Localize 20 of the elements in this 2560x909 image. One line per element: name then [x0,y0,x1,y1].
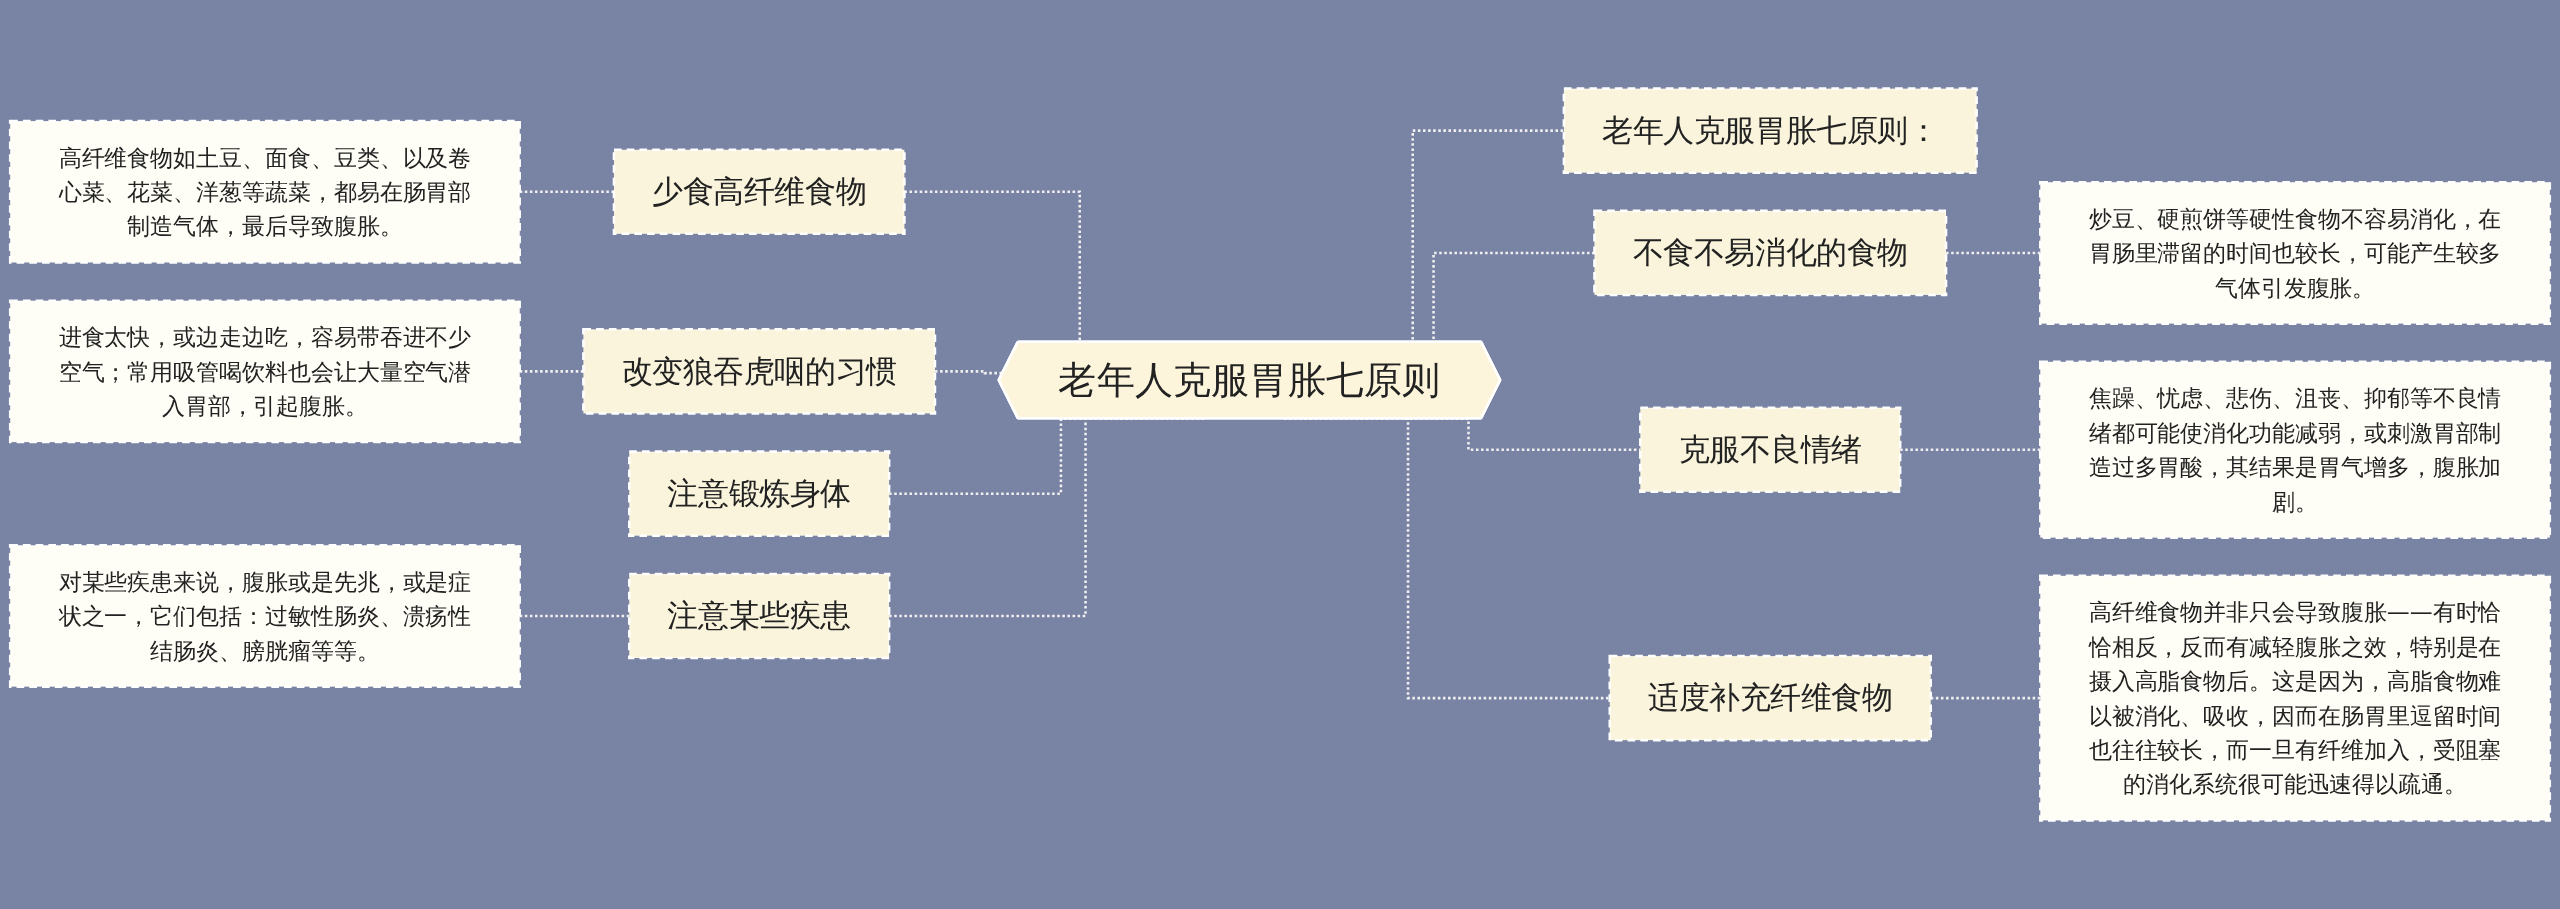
connector [1900,448,2041,451]
node-box: 注意某些疾患 [627,572,891,660]
connector [519,190,614,194]
node-box: 老年人克服胃胀七原则： [1562,87,1978,174]
connector [1946,251,2041,255]
node-box: 进食太快，或边走边吃，容易带吞进不少空气；常用吸管喝饮料也会让大量空气潜入胃部，引起腹胀。 [8,299,521,444]
node-box: 改变狼吞虎咽的习惯 [582,328,937,415]
node-box: 少食高纤维食物 [612,148,906,236]
connector [1930,696,2041,700]
node-box: 高纤维食物并非只会导致腹胀——有时恰恰相反，反而有减轻腹胀之效，特别是在摄入高脂食物后。这是因为，高脂食物难以被消化、吸收，因而在肠胃里逗留时间也往往较长，而一旦有纤维加入，受阻塞的消化系统很可能迅速得以疏通。 [2039,574,2552,822]
node-box: 适度补充纤维食物 [1608,654,1933,742]
node-box: 高纤维食物如土豆、面食、豆类、以及卷心菜、花菜、洋葱等蔬菜，都易在肠胃部制造气体，最后导致腹胀。 [8,119,521,264]
node-box: 对某些疾患来说，腹胀或是先兆，或是症状之一，它们包括：过敏性肠炎、溃疡性结肠炎、膀胱瘤等等。 [8,544,521,688]
node-box: 不食不易消化的食物 [1593,209,1948,297]
connector [519,614,630,618]
node-box: 炒豆、硬煎饼等硬性食物不容易消化，在胃肠里滞留的时间也较长，可能产生较多气体引发腹胀。 [2039,180,2552,325]
node-box: 注意锻炼身体 [627,450,891,537]
node-box: 克服不良情绪 [1639,406,1902,494]
node-box: 焦躁、忧虑、悲伤、沮丧、抑郁等不良情绪都可能使消化功能减弱，或刺激胃部制造过多胃酸，其结果是胃气增多，腹胀加剧。 [2039,360,2552,539]
connector [519,370,584,373]
